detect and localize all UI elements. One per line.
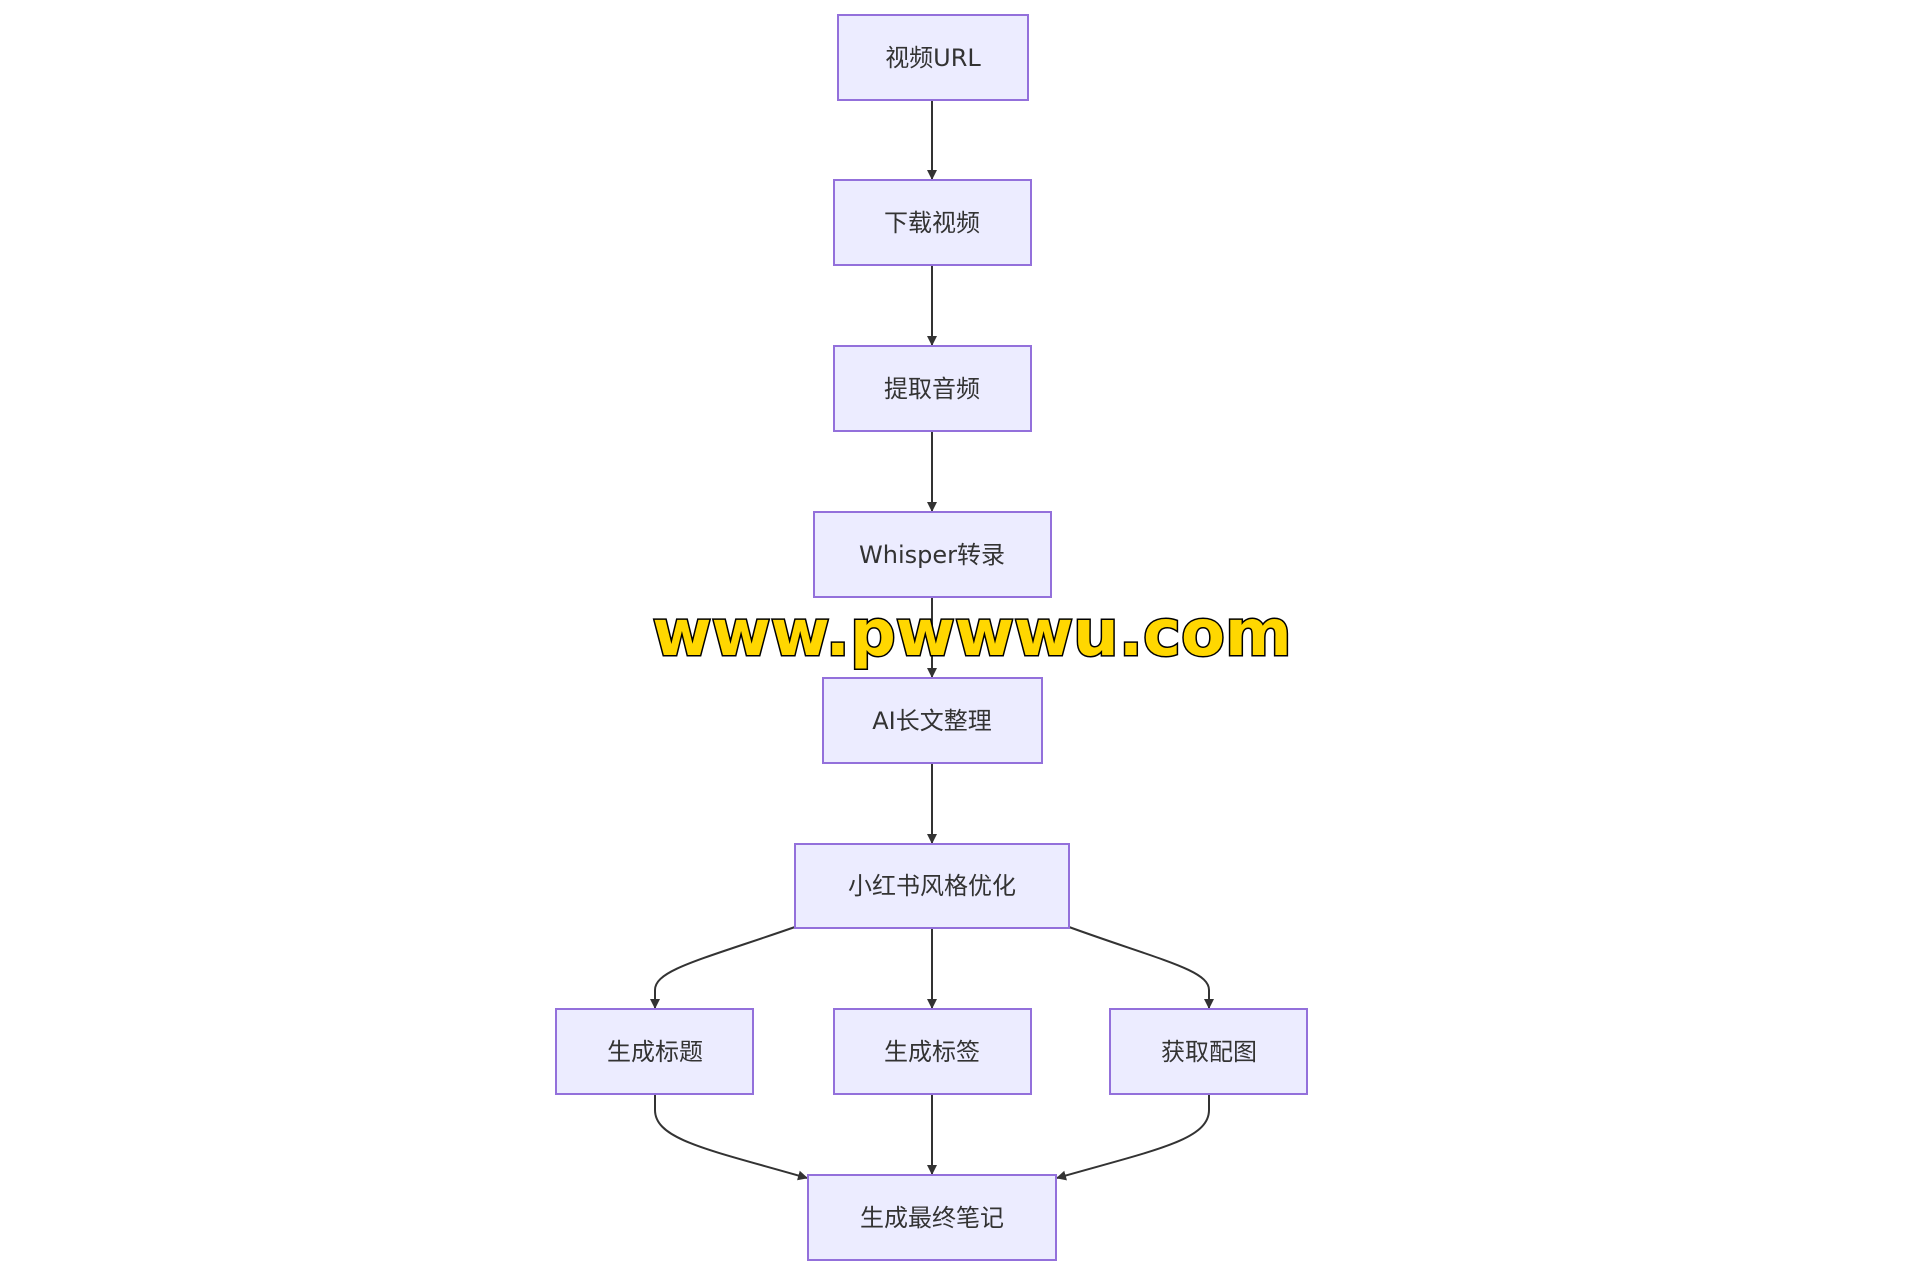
edge-xhs-title xyxy=(650,926,796,1009)
node-label: 生成最终笔记 xyxy=(860,1204,1004,1232)
node-final-note: 生成最终笔记 xyxy=(807,1174,1057,1261)
node-whisper: Whisper转录 xyxy=(813,511,1052,598)
node-extract-audio: 提取音频 xyxy=(833,345,1032,432)
edge-title-final xyxy=(654,1094,808,1181)
edge-images-final xyxy=(1056,1094,1210,1181)
edge-xhs-images xyxy=(1068,926,1214,1009)
watermark: www.pwwwu.com xyxy=(652,597,1291,671)
node-label: 视频URL xyxy=(885,44,981,72)
node-label: Whisper转录 xyxy=(859,541,1005,569)
node-gen-tags: 生成标签 xyxy=(833,1008,1032,1095)
node-download-video: 下载视频 xyxy=(833,179,1032,266)
node-gen-title: 生成标题 xyxy=(555,1008,754,1095)
node-label: 获取配图 xyxy=(1161,1038,1257,1066)
node-get-images: 获取配图 xyxy=(1109,1008,1308,1095)
node-label: 提取音频 xyxy=(884,375,980,403)
node-xhs-style: 小红书风格优化 xyxy=(794,843,1070,929)
node-ai-organize: AI长文整理 xyxy=(822,677,1043,764)
node-label: 下载视频 xyxy=(884,209,980,237)
node-label: 生成标题 xyxy=(607,1038,703,1066)
node-video-url: 视频URL xyxy=(837,14,1029,101)
node-label: 小红书风格优化 xyxy=(848,872,1016,900)
node-label: AI长文整理 xyxy=(872,707,992,735)
edges xyxy=(650,100,1214,1181)
node-label: 生成标签 xyxy=(884,1038,980,1066)
